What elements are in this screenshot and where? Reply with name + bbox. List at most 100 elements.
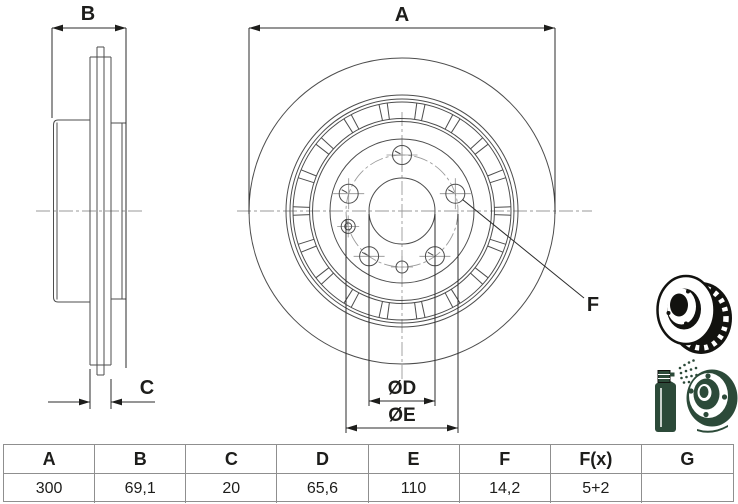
table-header-e: E <box>368 445 460 474</box>
dim-c-arrow-left <box>79 398 90 406</box>
coated-disc-hole-top <box>705 373 711 379</box>
vent-vane-line <box>315 143 330 155</box>
vent-vane-line <box>378 301 383 318</box>
table-header-a: A <box>4 445 96 474</box>
hub-face-circle <box>329 138 475 284</box>
vent-vane-line <box>414 302 418 320</box>
dimension-a: A <box>248 4 556 214</box>
vent-vane-line <box>489 238 506 245</box>
disc-icon-bore <box>670 293 688 317</box>
spray-can-body <box>655 383 676 432</box>
spray-mist-dot <box>680 376 683 380</box>
vent-ring-outer-1 <box>285 94 519 328</box>
vent-vane-line <box>450 118 461 133</box>
vent-vane-line <box>414 102 418 120</box>
dimension-e: ØE <box>345 214 459 433</box>
spray-mist-dot <box>687 361 691 364</box>
dim-a-arrow-left <box>249 24 260 32</box>
bolt-hole-tick <box>427 251 434 256</box>
vented-brake-disc-3d-icon <box>656 274 732 354</box>
vent-vane-line <box>298 238 315 245</box>
vent-vane-line <box>300 169 317 177</box>
table-value-b: 69,1 <box>95 474 187 503</box>
dim-f-label: F <box>587 294 599 316</box>
front-view: F <box>237 57 599 380</box>
spray-mist-dot <box>685 375 688 379</box>
vent-ring-outer-3 <box>292 101 512 321</box>
spray-mist-dot <box>690 374 693 378</box>
dim-e-arrow-right <box>447 424 458 432</box>
spray-can-nozzle <box>670 372 675 377</box>
side-view <box>36 46 143 376</box>
vent-vane-line <box>444 114 454 130</box>
vent-vane-line <box>320 137 334 150</box>
bolt-hole-tick <box>394 150 401 155</box>
spray-mist-dot <box>678 366 682 370</box>
table-header-c: C <box>186 445 278 474</box>
coated-disc-bore <box>699 386 709 398</box>
bolt-hole-tick <box>341 189 348 194</box>
vent-vane-line <box>487 169 504 177</box>
coated-disc-hole-bottom <box>703 411 709 418</box>
dimension-c: C <box>48 369 155 409</box>
dim-d-arrow-right <box>424 397 435 405</box>
dim-f-leader <box>462 199 585 299</box>
vent-ring-inner-1 <box>309 118 495 304</box>
table-value-d: 65,6 <box>277 474 369 503</box>
vent-vane-line <box>494 206 511 208</box>
spray-mist-dot <box>682 381 686 384</box>
dim-a-label: A <box>395 4 409 26</box>
vent-vane-line <box>378 104 383 121</box>
vent-vane-line <box>386 102 390 120</box>
vent-vane-line <box>421 301 426 318</box>
table-header-b: B <box>95 445 187 474</box>
spray-mist-dot <box>684 369 688 373</box>
dim-d-arrow-left <box>369 397 380 405</box>
coated-disc-shadow <box>697 425 728 433</box>
vent-vane-line <box>315 267 330 279</box>
locating-hole-inner <box>344 222 353 231</box>
table-value-e: 110 <box>369 474 460 503</box>
vent-vane-line <box>487 245 504 253</box>
vent-vane-line <box>343 289 354 304</box>
disc-icon-bolt-dot-1 <box>686 289 690 294</box>
table-header-d: D <box>277 445 369 474</box>
coated-disc-hole-right <box>721 394 728 400</box>
dimension-b: B <box>51 3 127 368</box>
vent-vane-line <box>450 289 461 304</box>
spray-mist-dot <box>683 363 686 367</box>
spray-mist-dot <box>692 359 695 362</box>
vent-vane-line <box>300 245 317 253</box>
vent-vane-line <box>320 272 334 285</box>
vent-ring-outer-2 <box>289 98 515 324</box>
vent-vane-line <box>489 177 506 184</box>
dim-e-arrow-left <box>346 424 357 432</box>
dim-b-arrow-right <box>115 24 126 32</box>
table-value-f: 14,2 <box>460 474 551 503</box>
coated-disc-hole-left <box>688 388 694 394</box>
spray-mist-dot <box>679 371 683 375</box>
dim-b-arrow-left <box>52 24 63 32</box>
vent-vane-line <box>444 292 454 308</box>
vent-vane-line <box>350 114 360 130</box>
center-bore <box>368 177 436 245</box>
dimension-d: ØD <box>368 214 436 406</box>
dim-a-arrow-right <box>544 24 555 32</box>
vent-vane-line <box>421 104 426 121</box>
spec-table: A B C D E F F(x) G 300 69,1 20 65,6 110 … <box>3 444 734 503</box>
dim-b-label: B <box>81 3 95 25</box>
bolt-hole <box>392 145 412 165</box>
spray-mist-dot <box>694 366 698 370</box>
vent-vanes <box>293 102 511 320</box>
dim-d-label: ØD <box>388 378 417 399</box>
vent-ring-inner-2 <box>312 121 492 301</box>
table-value-c: 20 <box>186 474 278 503</box>
locating-hole-outer <box>340 218 356 234</box>
spray-mist-dot <box>689 368 693 371</box>
vent-vane-line <box>474 267 489 279</box>
vent-vane-line <box>350 292 360 308</box>
disc-icon-bolt-dot-2 <box>666 311 671 315</box>
hat-outline <box>53 119 90 303</box>
vent-vane-line <box>494 214 511 216</box>
